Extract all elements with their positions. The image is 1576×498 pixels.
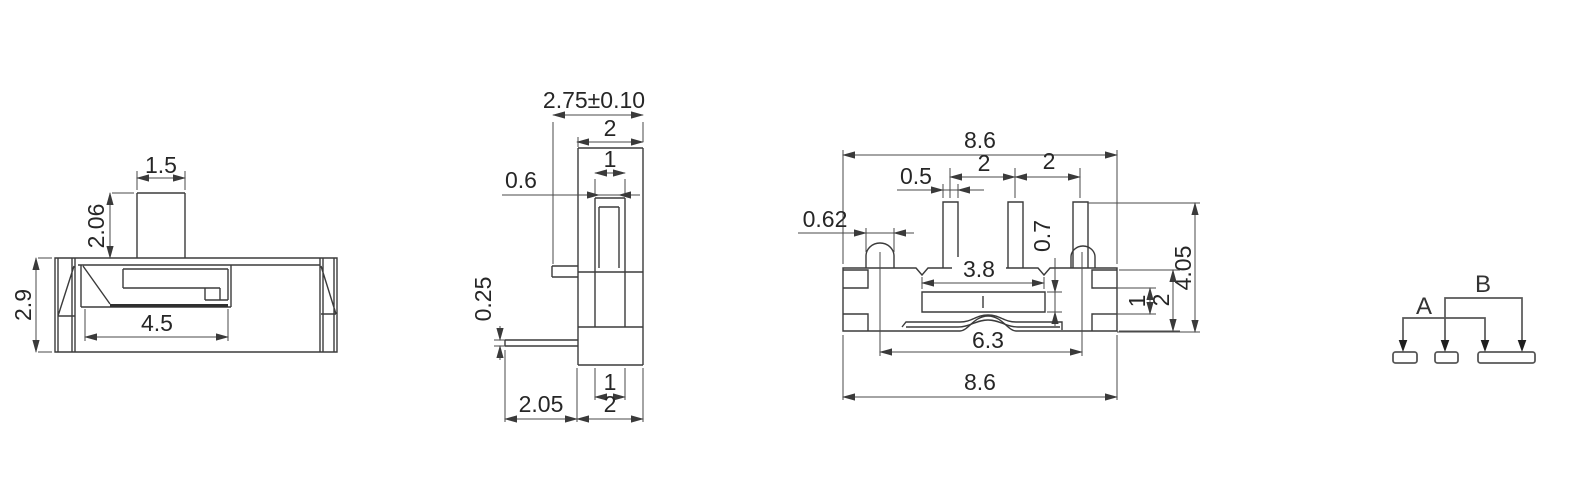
dim-end-slot-width: 1 — [594, 146, 626, 196]
dim-side-knob-width: 1.5 — [136, 152, 186, 190]
top-view-contact-domes — [865, 242, 1096, 268]
dim-top-window-width: 3.8 — [921, 256, 1045, 289]
dim-top-tab-width: 0.62 — [798, 206, 914, 252]
dim-label-base-inner-width: 1 — [604, 369, 617, 395]
dim-top-overall-width-top: 8.6 — [842, 127, 1118, 264]
dim-label-slot-width: 1 — [604, 146, 617, 172]
dim-side-knob-height: 2.06 — [83, 192, 134, 259]
dim-top-body-height: 2 — [1119, 269, 1180, 332]
top-view-notches — [843, 269, 1117, 331]
dim-label-cavity-width: 4.5 — [141, 310, 173, 336]
end-view-part-outline — [504, 147, 644, 366]
dim-end-slot-inner-width: 0.6 — [502, 167, 640, 199]
dim-end-base-inner-width: 1 — [594, 368, 626, 401]
dim-top-pin-pitch: 2 2 — [949, 148, 1081, 198]
top-view-leaf-spring — [901, 314, 1063, 330]
dim-label-body-height: 2.9 — [10, 289, 36, 321]
dim-label-pin-pitch-2: 2 — [1043, 148, 1056, 174]
top-view-pins — [942, 201, 1089, 268]
dim-label-slot-inner-width: 0.6 — [505, 167, 537, 193]
dim-end-pin-thickness: 0.25 — [470, 277, 505, 360]
circuit-schematic: A B — [1392, 271, 1536, 364]
dim-label-pin-length: 2.05 — [519, 391, 564, 417]
arrow-down-icon — [1398, 340, 1408, 352]
dim-label-tab-width: 0.62 — [803, 206, 848, 232]
dim-label-overall-width-top: 8.6 — [964, 127, 996, 153]
dim-top-notch-gap: 1 — [1094, 287, 1156, 315]
dim-label-overall-height: 4.05 — [1170, 246, 1196, 291]
dim-label-notch-gap: 1 — [1124, 295, 1150, 308]
dim-top-pin-width: 0.5 — [897, 163, 984, 198]
circuit-path-b — [1444, 297, 1523, 349]
terminal-pad-1 — [1392, 351, 1418, 364]
dim-label-overall-width-bottom: 8.6 — [964, 369, 996, 395]
dim-side-body-height: 2.9 — [10, 257, 52, 353]
dim-label-body-height: 2 — [1148, 294, 1174, 307]
schematic-label-a: A — [1416, 293, 1432, 320]
arrow-down-icon — [1440, 340, 1450, 352]
dim-end-pin-length: 2.05 — [504, 350, 578, 423]
top-view: 8.6 2 2 0.5 0.62 3.8 — [798, 127, 1200, 401]
arrow-down-icon — [1480, 340, 1490, 352]
dim-label-window-height: 0.7 — [1029, 220, 1055, 252]
dim-label-knob-height: 2.06 — [83, 204, 109, 249]
end-view: 2.75±0.10 2 1 0.6 0.25 2.05 — [470, 87, 645, 423]
dim-label-terminal-span: 6.3 — [972, 327, 1004, 353]
dim-top-terminal-span: 6.3 — [879, 252, 1083, 356]
dim-label-pin-width: 0.5 — [900, 163, 932, 189]
dim-end-cap-width: 2 — [576, 115, 644, 147]
dim-label-cap-width: 2 — [604, 115, 617, 141]
dim-label-pin-pitch-1: 2 — [978, 150, 991, 176]
dim-end-base-width: 2 — [576, 368, 644, 423]
schematic-label-b: B — [1475, 271, 1491, 298]
dim-label-total-width: 2.75±0.10 — [543, 87, 645, 113]
dim-label-base-width: 2 — [604, 391, 617, 417]
arrow-down-icon — [1517, 340, 1527, 352]
top-view-body-outline — [842, 267, 1118, 332]
dim-top-overall-width-bottom: 8.6 — [842, 335, 1118, 401]
side-view-part-outline — [54, 192, 338, 353]
terminal-pad-2 — [1434, 351, 1459, 364]
dim-end-total-width: 2.75±0.10 — [543, 87, 645, 264]
dim-side-cavity-width: 4.5 — [84, 309, 229, 341]
circuit-path-a — [1402, 317, 1486, 349]
terminal-pad-common — [1477, 351, 1536, 364]
top-view-slider-window — [921, 291, 1046, 313]
dim-label-window-width: 3.8 — [963, 256, 995, 282]
side-view: 1.5 2.06 2.9 4.5 — [10, 152, 338, 353]
dim-label-pin-thickness: 0.25 — [470, 277, 496, 322]
dim-label-knob-width: 1.5 — [145, 152, 177, 178]
dim-top-window-height: 0.7 — [1029, 220, 1062, 326]
